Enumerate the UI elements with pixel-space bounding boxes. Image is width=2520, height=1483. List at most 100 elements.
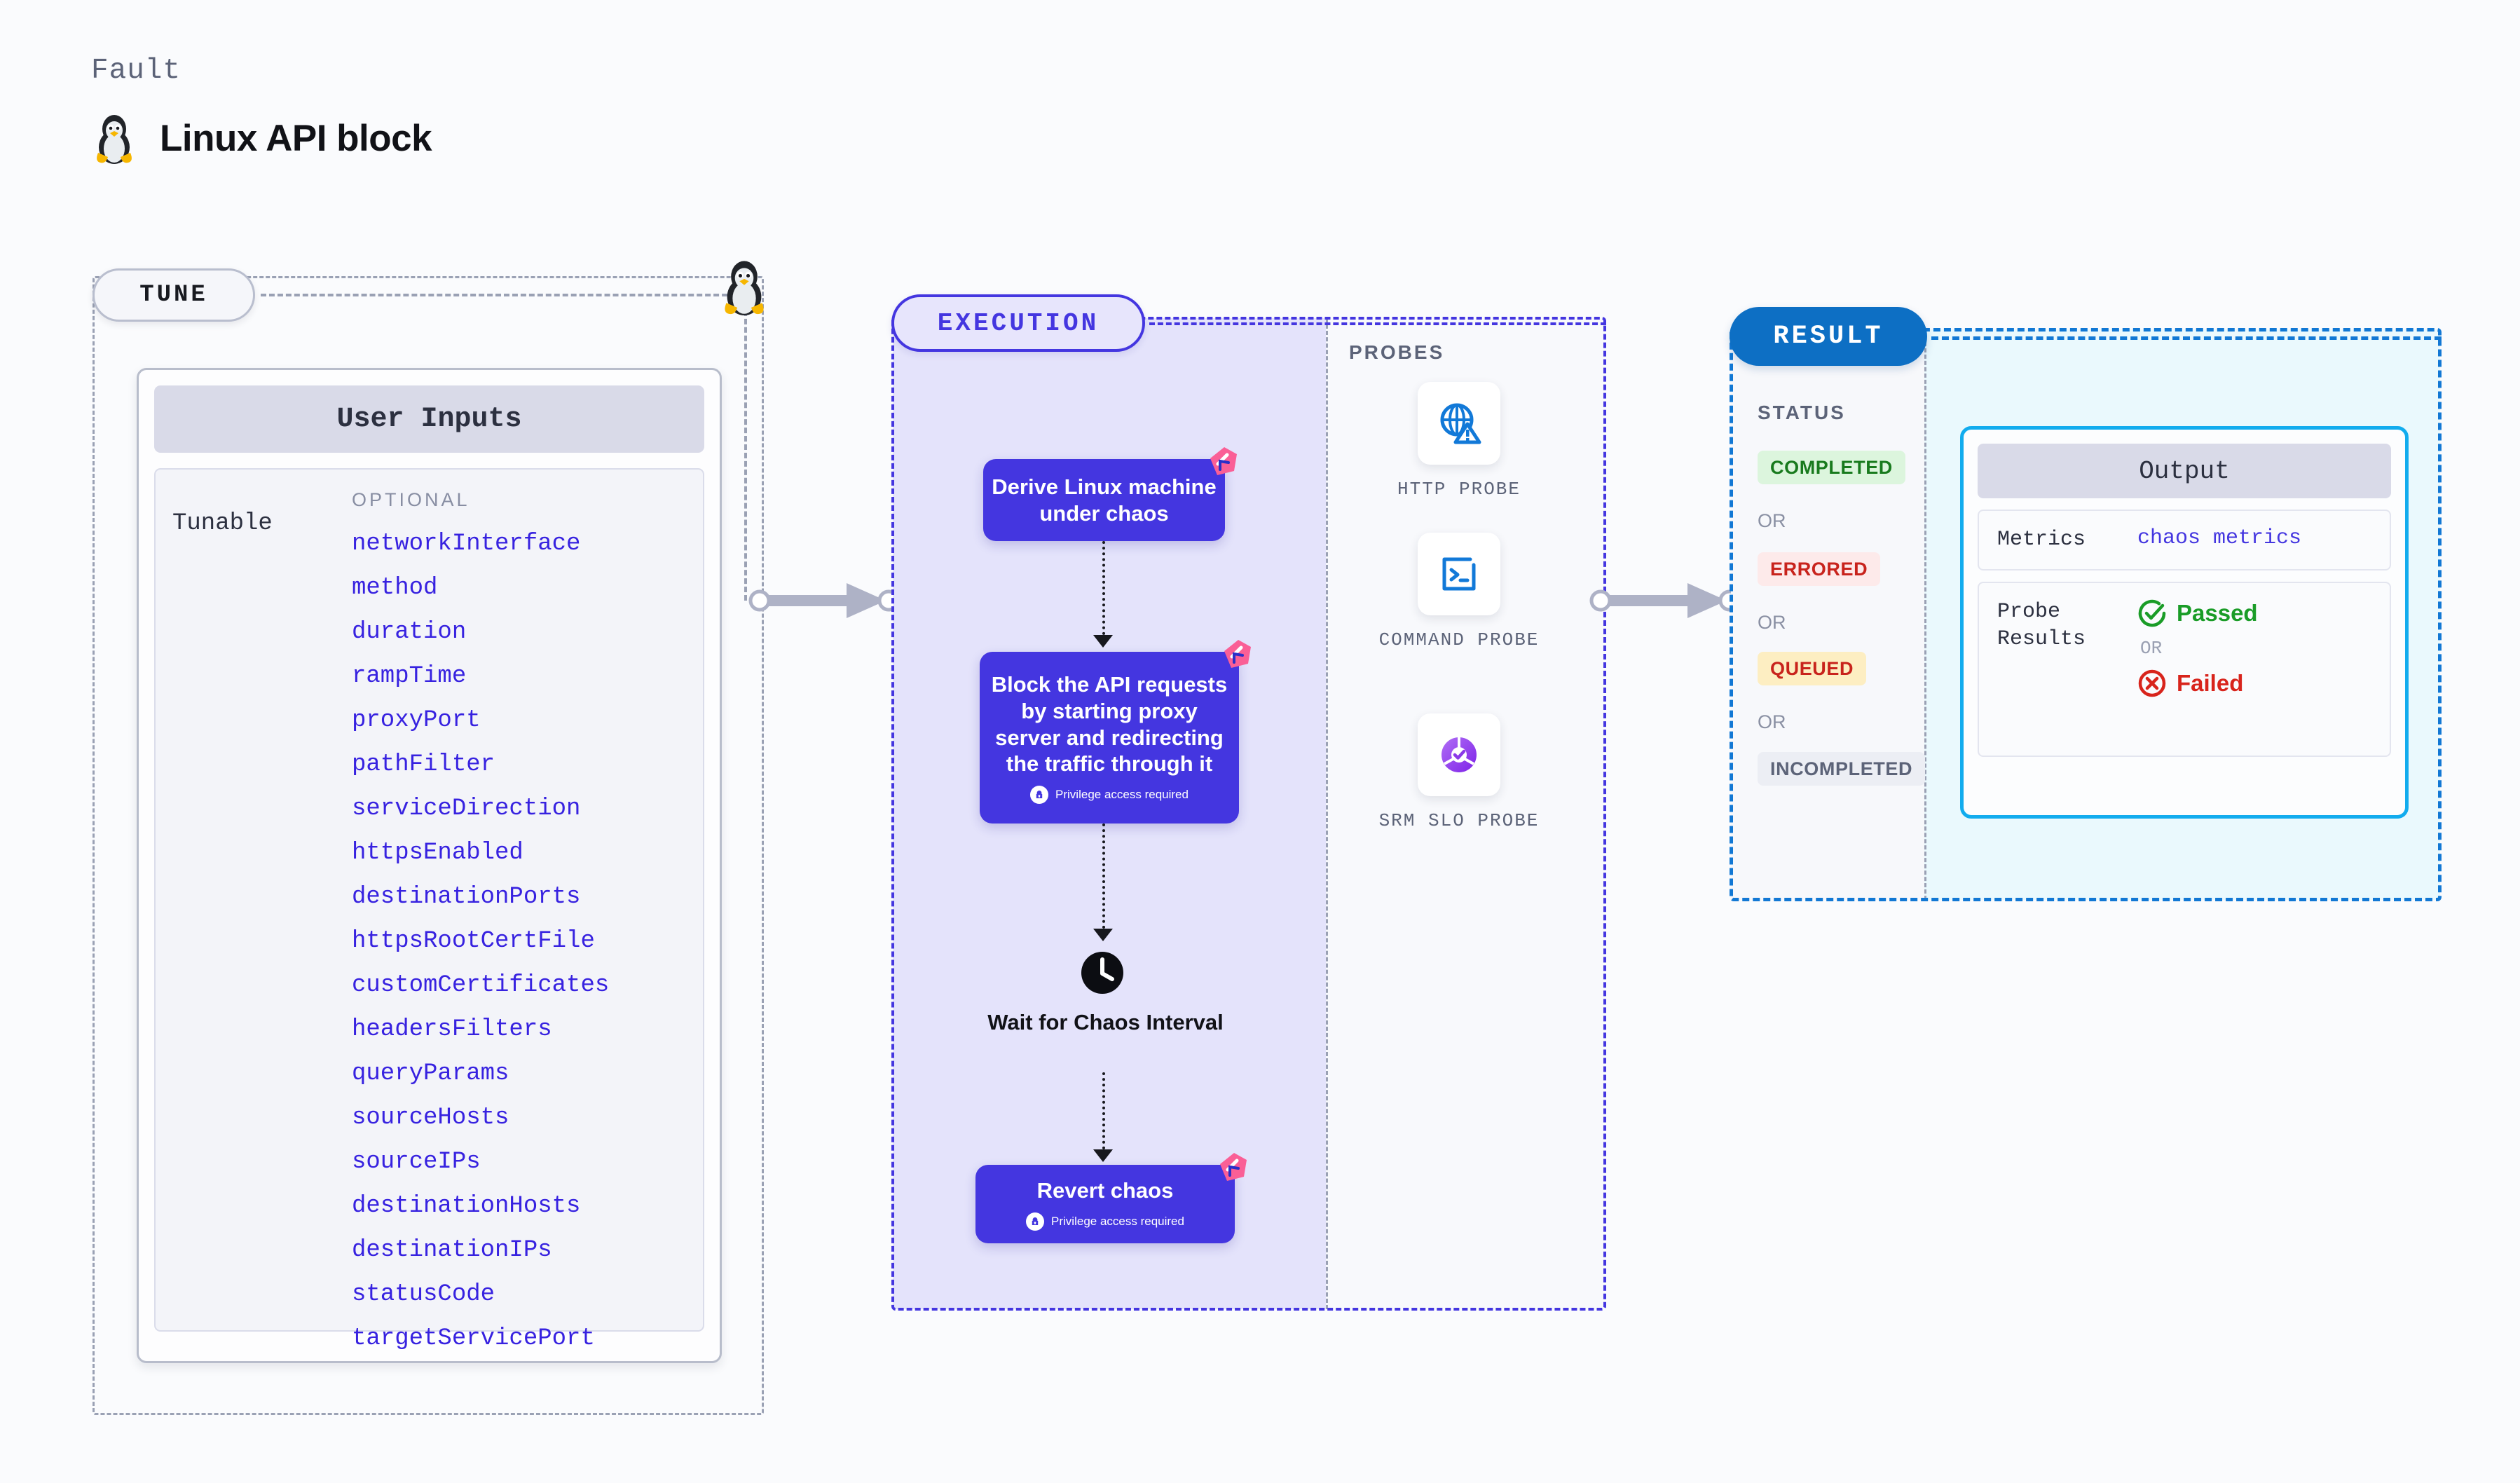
tunable-section: Tunable OPTIONAL networkInterface method… [154,468,704,1352]
execution-region [891,317,1606,1311]
lock-icon [1026,1212,1045,1231]
tune-chip[interactable]: TUNE [93,268,255,322]
globe-warning-icon [1440,403,1481,444]
probe-command[interactable]: COMMAND PROBE [1375,533,1543,652]
result-chip[interactable]: RESULT [1730,307,1927,366]
param-item[interactable]: networkInterface [352,531,581,557]
page-title-row: Linux API block [93,112,432,164]
status-badge-queued: QUEUED [1758,652,1867,685]
execution-node-derive[interactable]: Derive Linux machine under chaos [983,447,1237,541]
probe-tile [1418,382,1500,465]
param-item[interactable]: httpsEnabled [352,840,523,866]
chaos-flag-badge-icon [1220,1153,1247,1181]
wait-label: Wait for Chaos Interval [987,1010,1224,1034]
tunable-label: Tunable [172,510,273,537]
connector-arrow-tune-to-execution [748,583,900,618]
execution-chip[interactable]: EXECUTION [891,294,1145,352]
status-background [1731,329,1924,900]
param-item[interactable]: sourceIPs [352,1149,481,1175]
probe-label: SRM SLO PROBE [1378,810,1540,831]
execution-node-revert[interactable]: Revert chaos Privilege access required [975,1153,1247,1243]
flow-connector-3 [1102,1072,1105,1149]
node-label: Block the API requests by starting proxy… [991,671,1228,777]
tux-connector-icon [725,261,764,315]
failed-label: Failed [2177,670,2244,696]
or-label: OR [1758,612,1786,633]
probe-results-values: Passed OR Failed [2137,599,2258,740]
slo-donut-check-icon [1442,737,1477,772]
or-label: OR [1758,711,1786,732]
param-item[interactable]: pathFilter [352,751,495,778]
privilege-note: Privilege access required [1030,786,1189,805]
probe-result-failed: Failed [2137,669,2258,698]
connector-arrow-execution-to-result [1589,583,1741,618]
execution-node-block[interactable]: Block the API requests by starting proxy… [980,640,1251,823]
x-circle-icon [2138,669,2166,697]
param-item[interactable]: proxyPort [352,707,481,734]
user-inputs-card: User Inputs Tunable OPTIONAL networkInte… [137,368,722,1363]
output-row-probe-results: Probe Results Passed OR Failed [1978,582,2391,757]
tux-penguin-icon [97,115,132,164]
user-inputs-title: User Inputs [154,385,704,453]
param-item[interactable]: httpsRootCertFile [352,928,595,955]
tunable-params-list: OPTIONAL networkInterface method duratio… [352,489,686,1352]
tune-dash-vertical [744,294,747,601]
privilege-text: Privilege access required [1051,1214,1184,1228]
probes-divider [1326,318,1328,1309]
passed-label: Passed [2177,600,2258,626]
metrics-value[interactable]: chaos metrics [2137,526,2302,550]
status-badge-errored: ERRORED [1758,552,1881,586]
param-item[interactable]: destinationHosts [352,1193,581,1219]
param-item[interactable]: duration [352,619,467,645]
probe-tile [1418,713,1500,796]
tune-dash-horizontal [261,294,744,296]
optional-label: OPTIONAL [352,489,470,510]
param-item[interactable]: sourceHosts [352,1105,509,1131]
privilege-note: Privilege access required [1026,1212,1184,1231]
param-item[interactable]: headersFilters [352,1016,552,1043]
probe-tile [1418,533,1500,615]
node-label: Revert chaos [1036,1178,1174,1203]
chaos-flag-badge-icon [1224,640,1251,668]
output-card: Output Metrics chaos metrics Probe Resul… [1960,426,2409,819]
param-item[interactable]: destinationIPs [352,1237,552,1264]
param-item[interactable]: customCertificates [352,972,610,999]
param-item[interactable]: queryParams [352,1060,509,1087]
or-label: OR [2140,638,2163,659]
param-item[interactable]: rampTime [352,663,467,690]
status-badge-completed: COMPLETED [1758,451,1905,484]
flow-connector-2 [1102,823,1105,929]
probe-label: COMMAND PROBE [1378,629,1540,650]
result-region [1730,328,2442,901]
flow-connector-1 [1102,541,1105,635]
or-label: OR [1758,510,1786,531]
param-item[interactable]: destinationPorts [352,884,581,910]
probe-label: HTTP PROBE [1397,479,1521,500]
lock-icon [1030,786,1049,805]
metrics-key: Metrics [1997,528,2086,552]
chaos-flag-badge-icon [1210,447,1237,475]
param-item[interactable]: targetServicePort [352,1325,595,1352]
probes-title: PROBES [1349,341,1445,363]
check-circle-icon [2138,599,2166,627]
output-title: Output [1978,444,2391,498]
terminal-icon [1442,557,1476,591]
flow-arrow-3 [1093,1149,1113,1162]
param-item[interactable]: method [352,575,438,601]
probe-http[interactable]: HTTP PROBE [1375,382,1543,502]
probes-background [1326,318,1605,1309]
status-badge-incompleted: INCOMPLETED [1758,752,1926,786]
clock-icon [1081,952,1123,994]
param-item[interactable]: statusCode [352,1281,495,1308]
page-title: Linux API block [160,117,432,159]
flow-arrow-1 [1093,635,1113,648]
privilege-text: Privilege access required [1055,788,1189,802]
probe-result-passed: Passed [2137,599,2258,628]
fault-kicker: Fault [91,55,182,87]
probe-srm-slo[interactable]: SRM SLO PROBE [1375,713,1543,833]
param-item[interactable]: serviceDirection [352,795,581,822]
result-divider [1924,329,1926,900]
probe-results-key: Probe Results [1997,600,2086,651]
output-row-metrics: Metrics chaos metrics [1978,510,2391,570]
